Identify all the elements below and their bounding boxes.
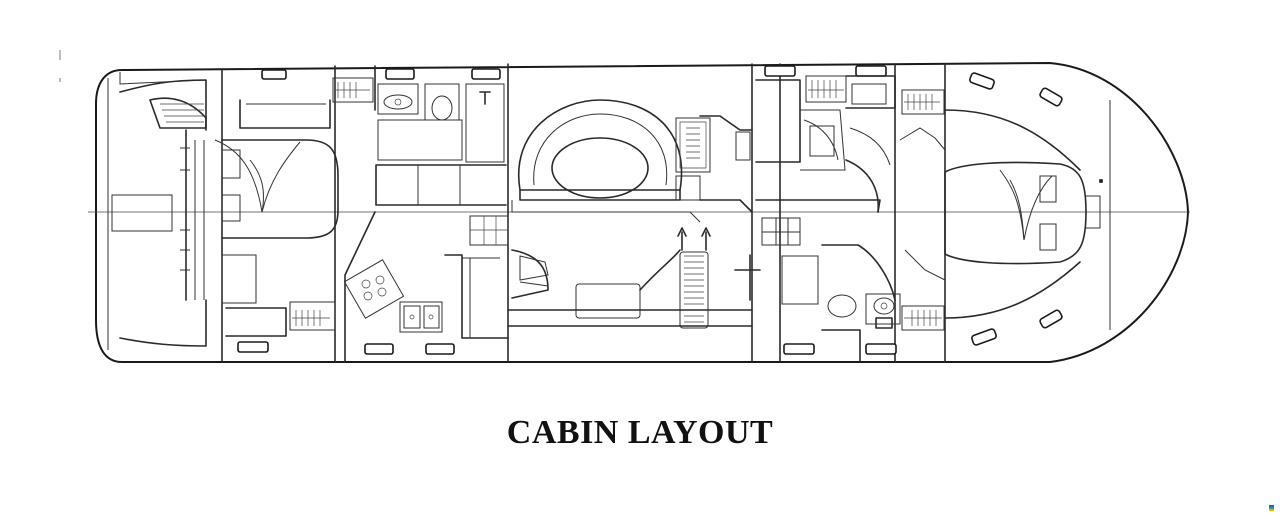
bow-vip-cabin [899,72,1103,346]
page-title: CABIN LAYOUT [506,414,774,451]
color-marker [1269,505,1274,513]
cabin-layout-floorplan [59,50,1190,363]
aft-deck-edge-lower [119,299,207,347]
marker-blue [1269,505,1274,507]
aft-deck-edge [119,79,207,131]
galley [343,68,509,363]
bulkheads [221,63,946,363]
aft-master-cabin [111,69,339,353]
salon [507,99,761,329]
marker-green [1269,507,1274,509]
marker-yellow [1269,509,1274,511]
guest-cabins [755,65,945,363]
aft-head [239,77,374,331]
